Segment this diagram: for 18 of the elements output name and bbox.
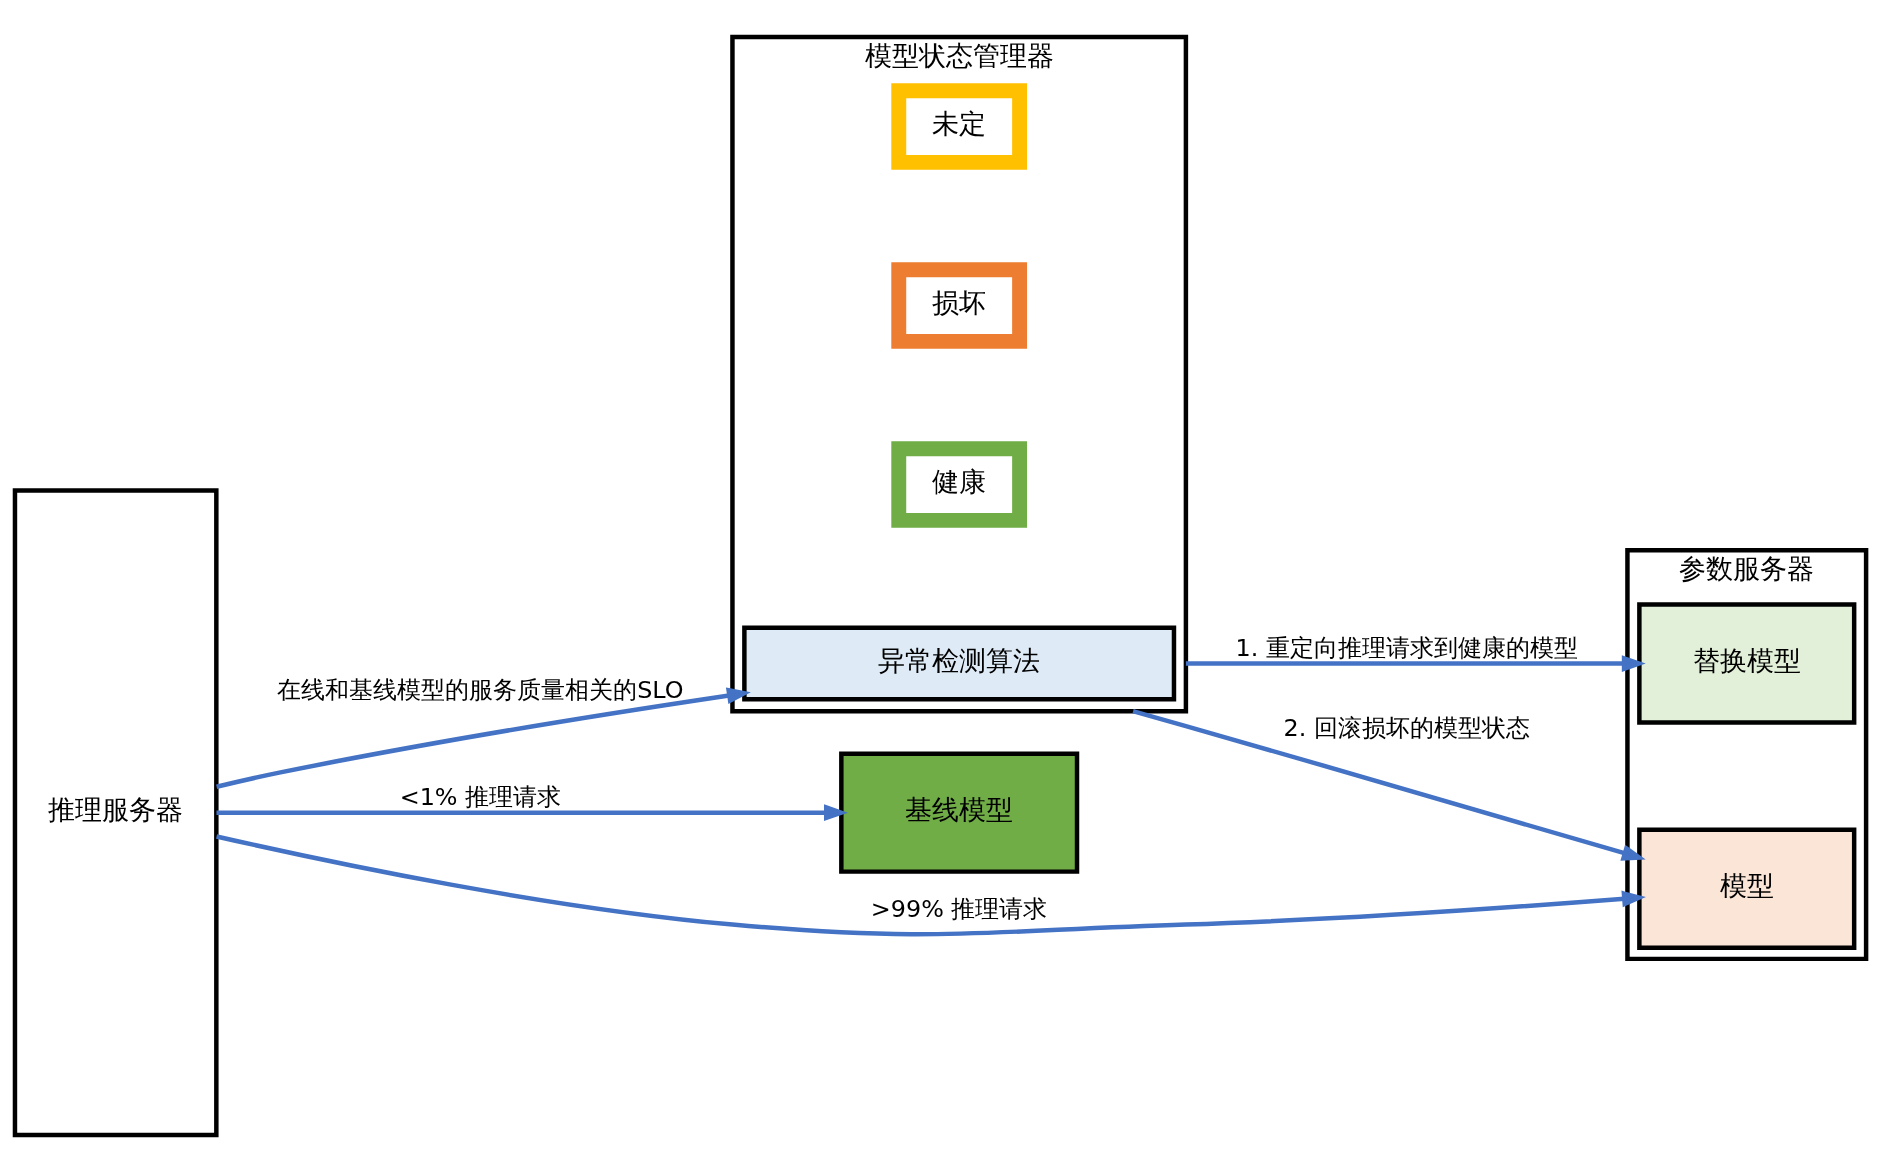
node-box: 模型 bbox=[1636, 827, 1856, 950]
edge-label: 2. 回滚损坏的模型状态 bbox=[1282, 713, 1530, 742]
node-box: 基线模型 bbox=[838, 751, 1079, 874]
edge-label: >99% 推理请求 bbox=[870, 894, 1047, 923]
node-box: 损坏 bbox=[890, 261, 1027, 349]
edge-label: 在线和基线模型的服务质量相关的SLO bbox=[276, 675, 684, 704]
edge-label: <1% 推理请求 bbox=[399, 782, 561, 811]
arrow bbox=[1131, 708, 1646, 861]
arrow bbox=[1185, 654, 1646, 672]
node-box: 替换模型 bbox=[1636, 601, 1856, 725]
arrow bbox=[215, 803, 848, 821]
arrow bbox=[215, 833, 1646, 936]
edge-label: 1. 重定向推理请求到健康的模型 bbox=[1234, 633, 1578, 662]
node-box: 未定 bbox=[890, 82, 1027, 170]
node-box: 健康 bbox=[890, 440, 1027, 528]
node-box: 异常检测算法 bbox=[741, 625, 1176, 702]
arrow bbox=[215, 687, 751, 789]
node-box: 推理服务器 bbox=[12, 487, 219, 1137]
